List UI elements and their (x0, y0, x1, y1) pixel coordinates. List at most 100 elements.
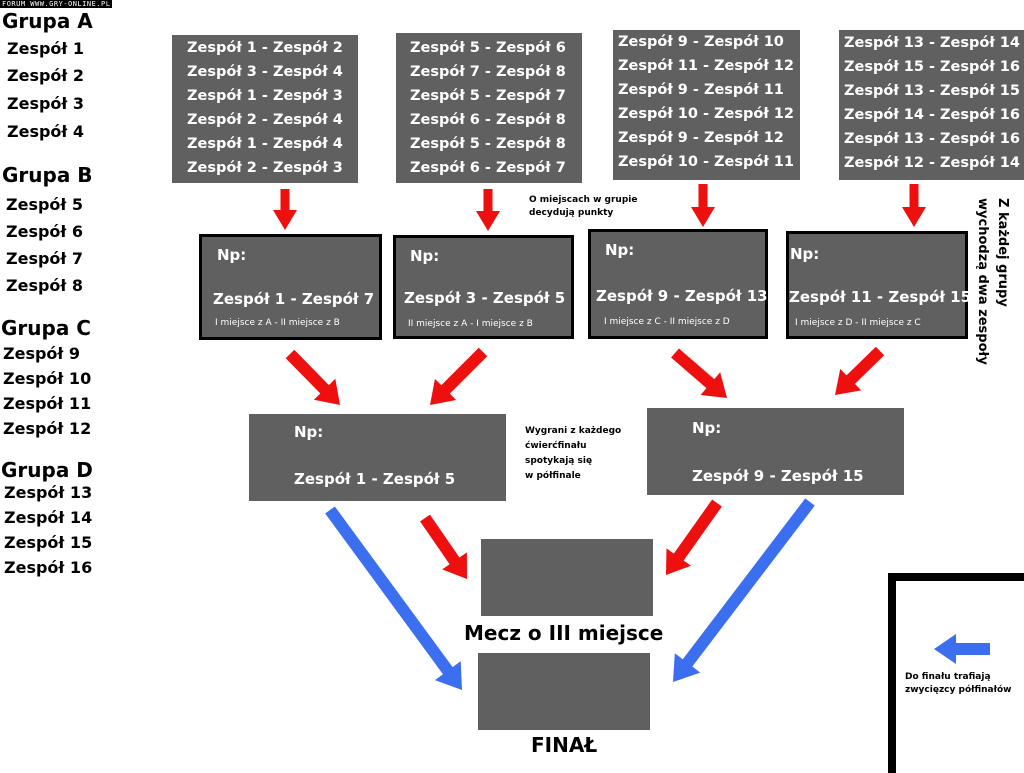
quarterfinal-seeding: I miejsce z C - II miejsce z D (604, 317, 730, 327)
diagonal-arrow-icon (673, 498, 815, 682)
quarterfinal-match: Zespół 1 - Zespół 7 (213, 290, 375, 308)
group-b-matches: Zespół 5 - Zespół 6 Zespół 7 - Zespół 8 … (396, 33, 582, 183)
note-line: Wygrani z każdego (525, 426, 622, 436)
match-item: Zespół 13 - Zespół 14 (844, 35, 1020, 51)
group-title: Grupa B (2, 163, 93, 187)
note-line: spotykają się (525, 456, 593, 466)
note-line: wychodzą dwa zespoły (975, 198, 990, 365)
watermark: FORUM WWW.GRY-ONLINE.PL (0, 0, 113, 8)
note-line: Z każdej grupy (995, 198, 1010, 307)
quarterfinal-match: Zespół 3 - Zespół 5 (404, 289, 566, 307)
diagonal-arrow-icon (325, 506, 462, 690)
down-arrow-icon (902, 184, 926, 227)
match-item: Zespół 6 - Zespół 7 (410, 160, 566, 176)
team-label: Zespół 2 (7, 66, 85, 85)
team-label: Zespół 3 (7, 94, 85, 113)
example-prefix: Np: (692, 419, 722, 437)
note-line: w półfinale (525, 471, 581, 481)
final-box (478, 653, 650, 730)
down-arrow-icon (691, 184, 715, 227)
quarterfinal-match: Zespół 11 - Zespół 15 (789, 288, 972, 306)
quarterfinal-box-3: Np: Zespół 9 - Zespół 13 I miejsce z C -… (588, 229, 768, 339)
note-semifinal-info: Wygrani z każdego ćwierćfinału spotykają… (525, 424, 621, 484)
match-item: Zespół 15 - Zespół 16 (844, 59, 1020, 75)
group-title: Grupa D (1, 458, 93, 482)
match-item: Zespół 9 - Zespół 11 (618, 82, 784, 98)
match-item: Zespół 11 - Zespół 12 (618, 58, 794, 74)
group-a-matches: Zespół 1 - Zespół 2 Zespół 3 - Zespół 4 … (172, 35, 358, 183)
quarterfinal-box-1: Np: Zespół 1 - Zespół 7 I miejsce z A - … (199, 234, 382, 340)
example-prefix: Np: (217, 246, 247, 264)
team-label: Zespół 12 (3, 419, 92, 438)
semifinal-box-2: Np: Zespół 9 - Zespół 15 (647, 408, 904, 495)
note-line: Do finału trafiają (905, 672, 991, 682)
note-line: ćwierćfinału (525, 441, 587, 451)
group-d-matches: Zespół 13 - Zespół 14 Zespół 15 - Zespół… (839, 30, 1024, 180)
match-item: Zespół 3 - Zespół 4 (187, 64, 343, 80)
match-item: Zespół 5 - Zespół 6 (410, 40, 566, 56)
third-place-box (481, 539, 653, 616)
match-item: Zespół 9 - Zespół 12 (618, 130, 784, 146)
diagonal-arrow-icon (430, 347, 488, 405)
diagonal-arrow-icon (835, 346, 885, 395)
final-label: FINAŁ (531, 733, 598, 757)
team-label: Zespół 15 (4, 533, 93, 552)
match-item: Zespół 14 - Zespół 16 (844, 107, 1020, 123)
semifinal-box-1: Np: Zespół 1 - Zespół 5 (249, 414, 506, 501)
match-item: Zespół 13 - Zespół 16 (844, 131, 1020, 147)
note-line: decydują punkty (529, 208, 614, 218)
team-label: Zespół 1 (7, 39, 85, 58)
diagonal-arrow-icon (420, 514, 467, 579)
team-label: Zespół 13 (4, 483, 93, 502)
group-title: Grupa A (2, 9, 93, 33)
match-item: Zespół 10 - Zespół 12 (618, 106, 794, 122)
down-arrow-icon (273, 189, 297, 230)
team-label: Zespół 4 (7, 122, 85, 141)
diagonal-arrow-icon (671, 348, 727, 398)
semifinal-match: Zespół 1 - Zespół 5 (294, 470, 456, 488)
team-label: Zespół 7 (6, 249, 84, 268)
note-line: zwycięzcy półfinałów (905, 685, 1012, 695)
example-prefix: Np: (294, 423, 324, 441)
match-item: Zespół 7 - Zespół 8 (410, 64, 566, 80)
match-item: Zespół 12 - Zespół 14 (844, 155, 1020, 171)
quarterfinal-seeding: I miejsce z D - II miejsce z C (795, 318, 921, 328)
team-label: Zespół 9 (3, 344, 81, 363)
example-prefix: Np: (410, 247, 440, 265)
left-arrow-icon (934, 634, 990, 664)
match-item: Zespół 1 - Zespół 2 (187, 40, 343, 56)
team-label: Zespół 10 (3, 369, 92, 388)
group-title: Grupa C (1, 316, 91, 340)
team-label: Zespół 11 (3, 394, 92, 413)
match-item: Zespół 13 - Zespół 15 (844, 83, 1020, 99)
match-item: Zespół 2 - Zespół 3 (187, 160, 343, 176)
legend-text: Do finału trafiają zwycięzcy półfinałów (905, 671, 1011, 697)
match-item: Zespół 9 - Zespół 10 (618, 34, 784, 50)
example-prefix: Np: (790, 245, 820, 263)
match-item: Zespół 10 - Zespół 11 (618, 154, 794, 170)
quarterfinal-box-2: Np: Zespół 3 - Zespół 5 II miejsce z A -… (393, 235, 574, 339)
team-label: Zespół 16 (4, 558, 93, 577)
match-item: Zespół 5 - Zespół 7 (410, 88, 566, 104)
quarterfinal-seeding: I miejsce z A - II miejsce z B (215, 318, 340, 328)
team-label: Zespół 6 (6, 222, 84, 241)
quarterfinal-box-4: Np: Zespół 11 - Zespół 15 I miejsce z D … (786, 231, 972, 339)
note-two-advance: Z każdej grupy wychodzą dwa zespoły (972, 198, 1012, 398)
team-label: Zespół 5 (6, 195, 84, 214)
match-item: Zespół 1 - Zespół 3 (187, 88, 343, 104)
example-prefix: Np: (605, 241, 635, 259)
team-label: Zespół 14 (4, 508, 93, 527)
diagonal-arrow-icon (666, 499, 722, 575)
down-arrow-icon (476, 189, 500, 231)
match-item: Zespół 5 - Zespół 8 (410, 136, 566, 152)
team-label: Zespół 8 (6, 276, 84, 295)
group-c-matches: Zespół 9 - Zespół 10 Zespół 11 - Zespół … (613, 30, 800, 180)
legend-frame (888, 573, 1024, 773)
match-item: Zespół 1 - Zespół 4 (187, 136, 343, 152)
note-group-points: O miejscach w grupie decydują punkty (529, 194, 637, 220)
semifinal-match: Zespół 9 - Zespół 15 (692, 467, 864, 485)
note-line: O miejscach w grupie (529, 195, 638, 205)
match-item: Zespół 6 - Zespół 8 (410, 112, 566, 128)
quarterfinal-seeding: II miejsce z A - I miejsce z B (408, 319, 533, 329)
